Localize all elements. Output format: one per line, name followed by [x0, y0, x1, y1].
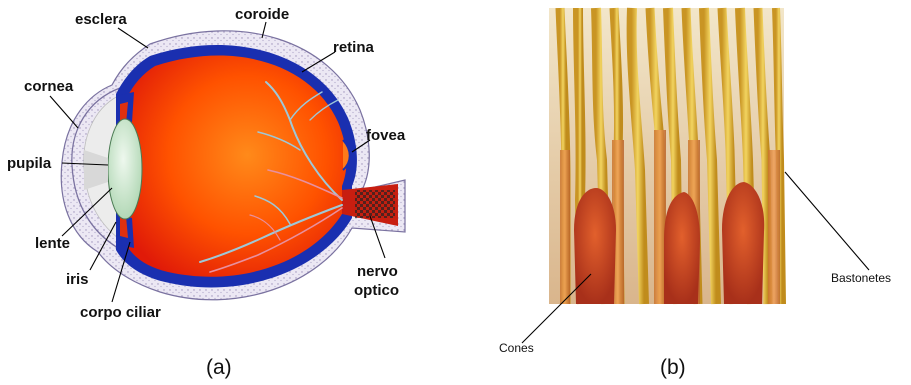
caption-b: (b) — [660, 356, 686, 379]
cone-cell — [574, 188, 616, 304]
label-cornea: cornea — [24, 78, 74, 95]
label-coroide: coroide — [235, 6, 289, 23]
caption-a: (a) — [206, 356, 232, 379]
leader-bastonetes — [785, 172, 869, 270]
leader-cornea — [50, 96, 78, 128]
leader-esclera — [118, 28, 148, 48]
cone-cell — [722, 182, 764, 304]
eye-diagram — [61, 31, 405, 300]
label-optico: optico — [354, 282, 399, 299]
label-corpo-ciliar: corpo ciliar — [80, 304, 161, 321]
label-cones: Cones — [499, 341, 534, 355]
label-retina: retina — [333, 39, 375, 56]
label-nervo: nervo — [357, 263, 398, 280]
label-esclera: esclera — [75, 11, 127, 28]
label-lente: lente — [35, 235, 70, 252]
optic-nerve-pattern — [355, 190, 395, 218]
micrograph-photo — [549, 8, 784, 304]
label-fovea: fovea — [366, 127, 406, 144]
cone-cell — [664, 192, 700, 304]
label-bastonetes: Bastonetes — [831, 271, 891, 285]
label-pupila: pupila — [7, 155, 52, 172]
lens-shape — [108, 119, 142, 219]
label-iris: iris — [66, 271, 89, 288]
